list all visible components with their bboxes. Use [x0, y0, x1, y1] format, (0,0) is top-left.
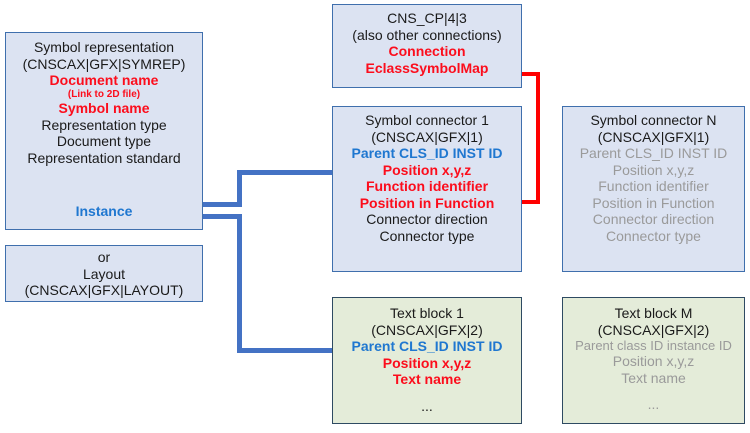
- symrep-line-title: Symbol representation: [33, 39, 175, 55]
- cnscp-line-title: CNS_CP|4|3: [387, 10, 467, 26]
- layout-line-class: (CNSCAX|GFX|LAYOUT): [24, 282, 184, 299]
- sc1-line-position: Position x,y,z: [382, 161, 472, 178]
- red-bracket-feed-line: [510, 200, 540, 204]
- symrep-line-link-note: (Link to 2D file): [67, 88, 141, 100]
- tbm-line-ellipsis: ...: [647, 396, 660, 413]
- tbm-line-title: Text block M: [614, 305, 693, 321]
- tbm-line-parent-id: Parent class ID instance ID: [575, 338, 732, 354]
- tb1-line-parent-id: Parent CLS_ID INST ID: [351, 338, 503, 355]
- text-block-1-box[interactable]: Text block 1 (CNSCAX|GFX|2) Parent CLS_I…: [332, 297, 522, 424]
- connector-blue-top-horizontal: [237, 170, 333, 175]
- layout-line-or: or: [97, 249, 111, 265]
- tb1-line-ellipsis: ...: [421, 397, 433, 414]
- tbm-line-position: Position x,y,z: [612, 353, 695, 370]
- tb1-line-position: Position x,y,z: [382, 354, 472, 371]
- connector-blue-top-vertical: [237, 170, 242, 207]
- sc1-line-connector-type: Connector type: [379, 227, 475, 244]
- scn-line-parent-id: Parent CLS_ID INST ID: [579, 145, 728, 162]
- scn-line-connector-type: Connector type: [606, 227, 701, 244]
- scn-line-position: Position x,y,z: [612, 161, 695, 178]
- scn-line-position-in-function: Position in Function: [592, 194, 715, 211]
- scn-line-class: (CNSCAX|GFX|1): [597, 128, 710, 145]
- connector-blue-bottom-horizontal: [237, 348, 333, 353]
- symrep-line-document-type: Document type: [56, 133, 152, 150]
- tbm-line-class: (CNSCAX|GFX|2): [597, 321, 710, 338]
- symrep-instance-label: Instance: [75, 203, 133, 219]
- text-block-m-box[interactable]: Text block M (CNSCAX|GFX|2) Parent class…: [562, 297, 745, 424]
- red-trunk-vertical: [536, 72, 540, 204]
- symbol-representation-box[interactable]: Symbol representation (CNSCAX|GFX|SYMREP…: [5, 32, 203, 230]
- layout-line-layout: Layout: [82, 265, 126, 282]
- cnscp-line-connection: Connection: [388, 43, 466, 60]
- sc1-line-position-in-function: Position in Function: [359, 194, 495, 211]
- sc1-line-title: Symbol connector 1: [365, 112, 489, 128]
- symrep-line-representation-type: Representation type: [41, 116, 167, 133]
- cnscp-line-eclasssymbolmap: EclassSymbolMap: [365, 59, 489, 76]
- sc1-line-class: (CNSCAX|GFX|1): [371, 128, 483, 145]
- scn-line-title: Symbol connector N: [590, 112, 717, 128]
- cnscp-line-note: (also other connections): [352, 26, 502, 43]
- symrep-line-representation-standard: Representation standard: [27, 149, 181, 166]
- tbm-line-text-name: Text name: [621, 369, 686, 386]
- sc1-line-parent-id: Parent CLS_ID INST ID: [351, 145, 503, 162]
- tb1-line-title: Text block 1: [390, 305, 464, 321]
- symrep-line-document-name: Document name: [49, 72, 159, 89]
- tb1-line-class: (CNSCAX|GFX|2): [371, 321, 483, 338]
- scn-line-connector-direction: Connector direction: [592, 211, 715, 228]
- cns-cp-box[interactable]: CNS_CP|4|3 (also other connections) Conn…: [332, 4, 522, 88]
- symrep-line-class: (CNSCAX|GFX|SYMREP): [22, 55, 186, 72]
- symrep-line-symbol-name: Symbol name: [58, 100, 150, 117]
- scn-line-function-identifier: Function identifier: [598, 178, 709, 195]
- layout-box[interactable]: or Layout (CNSCAX|GFX|LAYOUT): [5, 245, 203, 302]
- connector-blue-bottom-vertical: [237, 214, 242, 353]
- symbol-connector-1-box[interactable]: Symbol connector 1 (CNSCAX|GFX|1) Parent…: [332, 106, 522, 272]
- sc1-line-connector-direction: Connector direction: [366, 211, 488, 228]
- tb1-line-text-name: Text name: [392, 371, 462, 388]
- sc1-line-function-identifier: Function identifier: [365, 178, 489, 195]
- symbol-connector-n-box[interactable]: Symbol connector N (CNSCAX|GFX|1) Parent…: [562, 106, 745, 272]
